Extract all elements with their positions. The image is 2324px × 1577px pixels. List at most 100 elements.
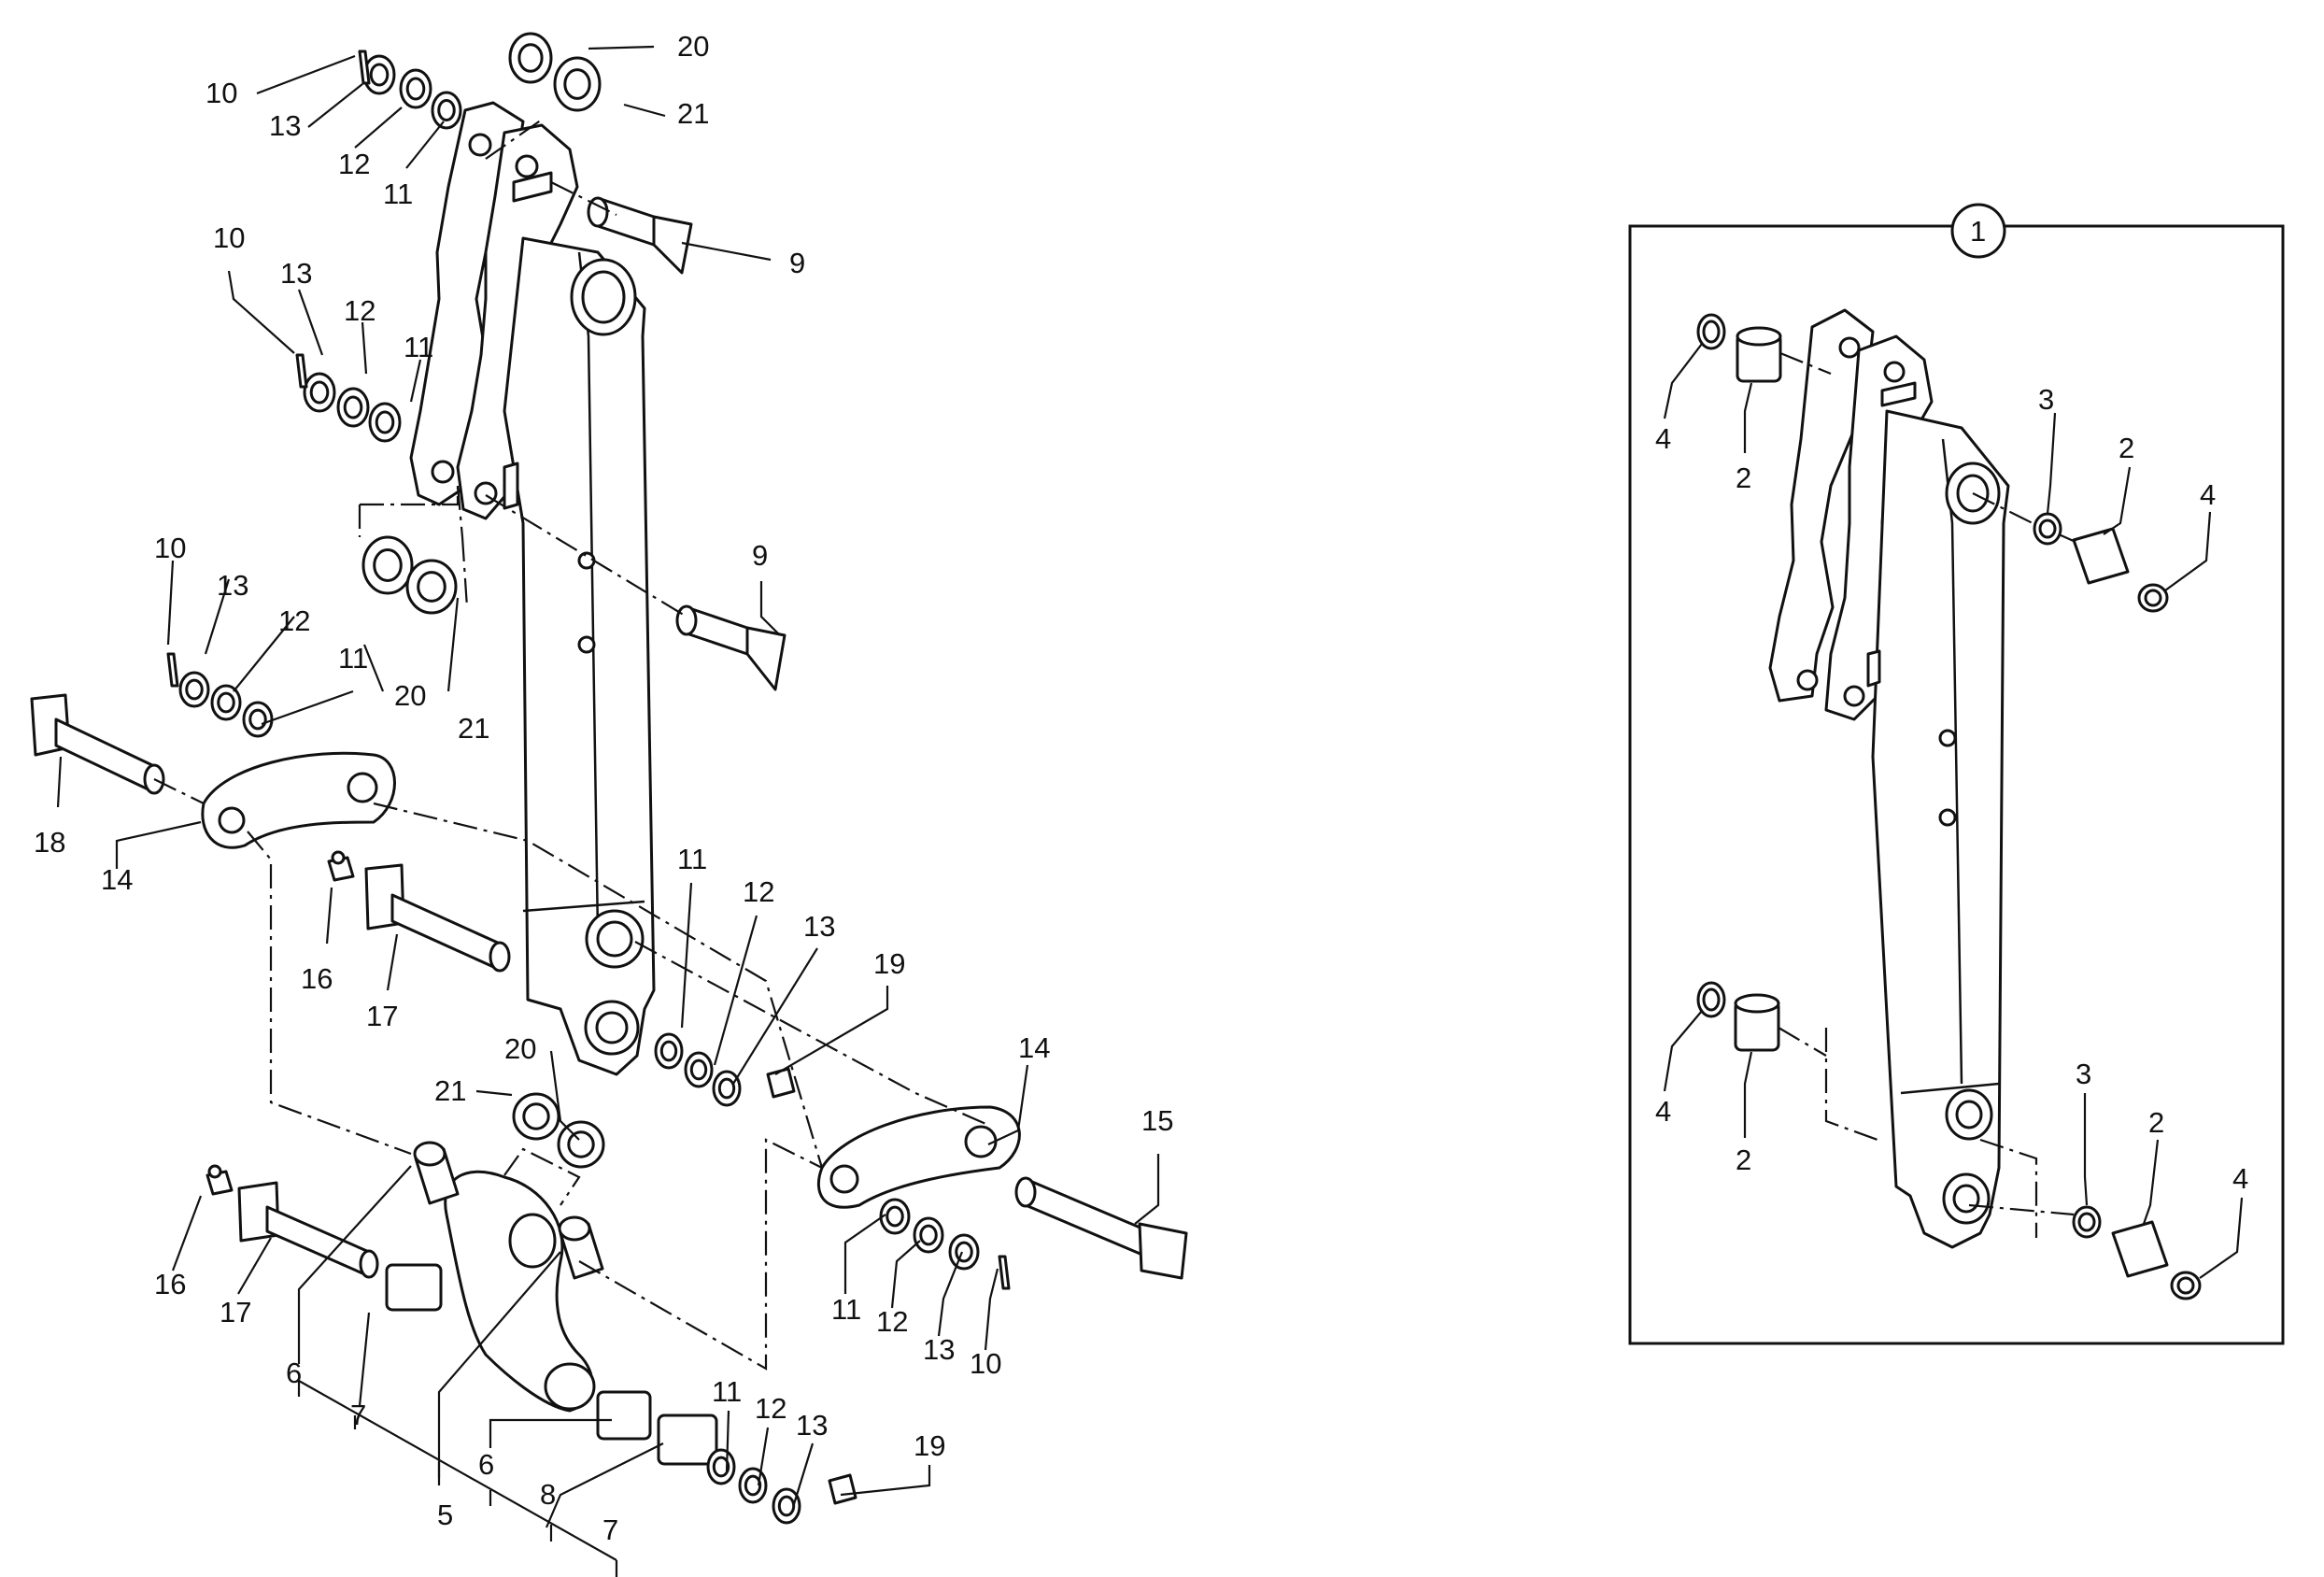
inset-callout-3: 3 bbox=[2038, 383, 2054, 416]
inset-arm-body bbox=[1871, 409, 2010, 1249]
inset-tab bbox=[1880, 381, 1917, 407]
inset-panel: 1 bbox=[1628, 203, 2285, 1345]
washer-bore bbox=[417, 571, 446, 603]
bushing-8 bbox=[596, 1390, 652, 1441]
inset-boss-lower-bore bbox=[1952, 1184, 1980, 1214]
callout-8: 8 bbox=[540, 1478, 556, 1511]
washer-bore bbox=[919, 1224, 938, 1246]
inset-spacer-3-bore bbox=[2038, 519, 2057, 539]
callout-13: 13 bbox=[269, 109, 301, 142]
callout-20: 20 bbox=[504, 1032, 536, 1065]
washer-bore bbox=[522, 1102, 550, 1130]
centerline-5 bbox=[461, 536, 469, 608]
bolt bbox=[766, 1067, 796, 1099]
inset-badge bbox=[1950, 203, 2006, 259]
link-14-lower bbox=[816, 1105, 1021, 1209]
callout-6: 6 bbox=[478, 1448, 494, 1481]
inset-washer-4-bore bbox=[2176, 1276, 2195, 1295]
inset-leader bbox=[1743, 382, 1753, 453]
callout-7: 7 bbox=[350, 1399, 366, 1431]
washer-bore bbox=[777, 1495, 796, 1517]
inset-arm-edge bbox=[1941, 438, 1963, 1085]
inset-callout-3: 3 bbox=[2076, 1058, 2091, 1090]
inset-hole bbox=[1938, 729, 1957, 747]
inset-boss-mid-bore bbox=[1955, 1100, 1983, 1129]
washer-bore bbox=[405, 77, 426, 101]
bushing-7-left bbox=[385, 1263, 443, 1312]
pin-17-upper bbox=[364, 863, 511, 973]
washer-bore bbox=[217, 691, 235, 714]
centerline-8 bbox=[247, 831, 412, 1156]
callout-21: 21 bbox=[434, 1074, 466, 1107]
inset-centerline bbox=[1968, 1138, 2075, 1238]
callout-19: 19 bbox=[873, 947, 905, 980]
callout-17: 17 bbox=[366, 1000, 398, 1032]
grease-fitting-16-upper bbox=[327, 850, 355, 882]
inset-washer-4-bore bbox=[1702, 987, 1721, 1012]
callout-12: 12 bbox=[755, 1392, 786, 1425]
callout-13: 13 bbox=[280, 257, 312, 290]
bushing-7-right bbox=[657, 1414, 718, 1466]
centerline-1 bbox=[485, 119, 543, 160]
callout-10: 10 bbox=[154, 532, 186, 564]
callout-13: 13 bbox=[803, 910, 835, 943]
pin-9-upper bbox=[587, 196, 693, 275]
washer-bore bbox=[369, 63, 390, 87]
callout-11: 11 bbox=[338, 642, 368, 675]
washer-bore bbox=[185, 678, 204, 701]
bushing-6-left bbox=[413, 1141, 460, 1205]
callout-14: 14 bbox=[1018, 1031, 1050, 1064]
washer-bore bbox=[886, 1205, 904, 1228]
callout-12: 12 bbox=[338, 148, 370, 180]
inset-leader bbox=[1743, 1051, 1753, 1138]
inset-tab bbox=[1866, 649, 1881, 688]
washer-bore bbox=[437, 99, 456, 121]
washer-bore bbox=[712, 1456, 730, 1478]
callout-12: 12 bbox=[344, 294, 376, 327]
split-pin bbox=[998, 1255, 1011, 1290]
inset-callout-4: 4 bbox=[2200, 478, 2216, 511]
callout-10: 10 bbox=[213, 221, 245, 254]
callout-20: 20 bbox=[394, 679, 426, 712]
split-pin bbox=[358, 50, 371, 85]
inset-bushing-2 bbox=[2072, 527, 2130, 585]
callout-10: 10 bbox=[205, 77, 237, 109]
inset-leader bbox=[2083, 1093, 2089, 1206]
link-5 bbox=[444, 1170, 596, 1413]
callout-9: 9 bbox=[752, 539, 768, 572]
washer-bore bbox=[375, 410, 395, 434]
inset-callout-2: 2 bbox=[2119, 432, 2134, 464]
centerline-7 bbox=[373, 802, 824, 1169]
split-pin bbox=[166, 652, 179, 688]
washer-bore bbox=[744, 1474, 762, 1497]
pin-18 bbox=[30, 693, 165, 795]
callout-21: 21 bbox=[677, 97, 709, 130]
callout-13: 13 bbox=[217, 569, 248, 602]
washer-bore bbox=[659, 1040, 678, 1062]
callout-11: 11 bbox=[677, 843, 707, 875]
washer-bore bbox=[567, 1130, 595, 1158]
pin-9-lower bbox=[675, 604, 786, 691]
inset-leader bbox=[2046, 412, 2057, 515]
callout-6: 6 bbox=[286, 1357, 302, 1389]
callout-13: 13 bbox=[923, 1333, 955, 1366]
inset-callout-4: 4 bbox=[1655, 1095, 1671, 1128]
pin-17-lower bbox=[237, 1181, 379, 1279]
inset-washer-4-bore bbox=[2144, 589, 2162, 607]
inset-callout-4: 4 bbox=[1655, 422, 1671, 455]
inset-hole bbox=[1883, 361, 1906, 383]
callout-16: 16 bbox=[301, 962, 333, 995]
inset-hole bbox=[1843, 685, 1865, 707]
callout-11: 11 bbox=[712, 1375, 742, 1408]
callout-18: 18 bbox=[34, 826, 65, 859]
centerline-9 bbox=[634, 941, 991, 1128]
inset-centerline bbox=[1778, 1027, 1878, 1142]
washers-group bbox=[166, 32, 1011, 1525]
inset-arm-joint bbox=[1900, 1082, 2000, 1095]
inset-centerline bbox=[1972, 492, 2076, 544]
inset-bushing-2-end bbox=[1734, 993, 1780, 1014]
split-pin bbox=[295, 353, 308, 389]
bolt bbox=[828, 1473, 857, 1505]
